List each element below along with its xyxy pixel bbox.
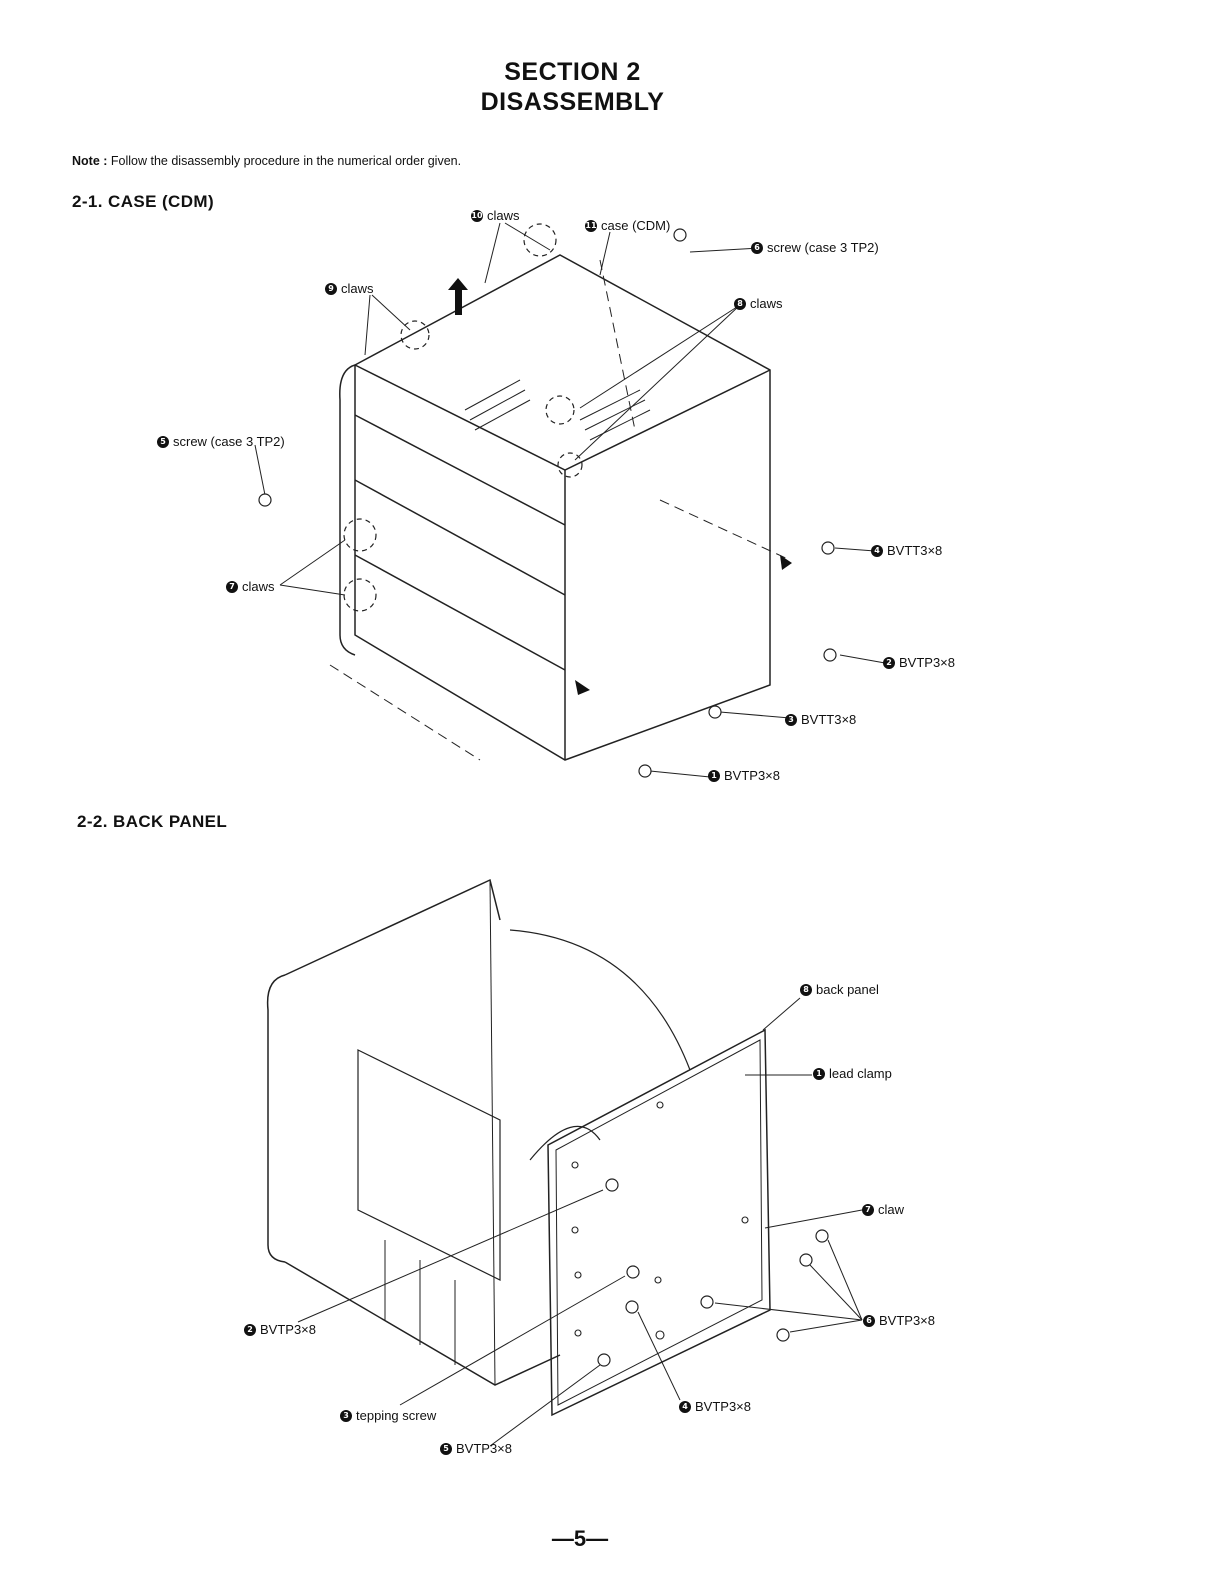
- claw-circles: [343, 223, 583, 612]
- slide-arrow-right: [780, 555, 792, 570]
- callout-screw-5: 5 screw (case 3 TP2): [157, 434, 285, 449]
- panel-holes: [571, 1101, 749, 1340]
- callout-number: 3: [340, 1409, 352, 1422]
- callout-claws-10: 10 claws: [471, 208, 520, 223]
- callout-number: 7: [226, 580, 238, 593]
- chassis-rear-edge: [489, 879, 496, 1386]
- callout-bvtp-5: 5 BVTP3×8: [440, 1441, 512, 1456]
- leader-lines: [254, 222, 886, 778]
- front-divider-3: [354, 554, 566, 671]
- front-divider-1: [354, 414, 566, 526]
- callout-back-panel: 8 back panel: [800, 982, 879, 997]
- note-label: Note :: [72, 154, 108, 168]
- callout-number: 4: [679, 1400, 691, 1413]
- callout-number: 9: [325, 282, 337, 295]
- callout-number: 5: [157, 435, 169, 448]
- guide-lines: [329, 259, 791, 761]
- callout-bvtt-3: 3 BVTT3×8: [785, 712, 856, 727]
- callout-claws-7: 7 claws: [226, 579, 275, 594]
- callout-number: 10: [471, 209, 483, 222]
- callout-text: BVTP3×8: [879, 1313, 936, 1328]
- callout-bvtp-2: 2 BVTP3×8: [883, 655, 955, 670]
- callout-text: screw (case 3 TP2): [767, 240, 879, 255]
- case-outline: [354, 254, 771, 761]
- callout-text: BVTP3×8: [695, 1399, 752, 1414]
- note-text: Follow the disassembly procedure in the …: [110, 154, 462, 168]
- section-heading-case: 2-1. CASE (CDM): [72, 192, 215, 211]
- callout-text: case (CDM): [601, 218, 671, 233]
- case-diagram: [254, 222, 886, 778]
- callout-text: claws: [750, 296, 783, 311]
- callout-case-cdm: 11 case (CDM): [585, 218, 670, 233]
- callout-text: BVTP3×8: [724, 768, 781, 783]
- leader-lines: [297, 997, 863, 1447]
- callout-number: 3: [785, 713, 797, 726]
- callout-text: back panel: [816, 982, 879, 997]
- callout-text: claw: [878, 1202, 905, 1217]
- callout-text: BVTP3×8: [260, 1322, 317, 1337]
- callout-text: screw (case 3 TP2): [173, 434, 285, 449]
- callout-text: lead clamp: [829, 1066, 892, 1081]
- callout-number: 6: [751, 241, 763, 254]
- slide-arrow-front: [575, 680, 590, 695]
- callout-number: 8: [734, 297, 746, 310]
- callout-text: BVTT3×8: [887, 543, 943, 558]
- callout-number: 6: [863, 1314, 875, 1327]
- chassis-front: [266, 974, 286, 1263]
- callout-claws-9: 9 claws: [325, 281, 374, 296]
- screws: [597, 1178, 829, 1367]
- chassis-top-edge: [284, 878, 501, 976]
- internal-board: [357, 1049, 501, 1281]
- callout-text: claws: [242, 579, 275, 594]
- back-panel: [547, 1028, 771, 1417]
- lift-arrow: [448, 278, 468, 315]
- front-divider-2: [354, 479, 566, 596]
- callout-number: 11: [585, 219, 597, 232]
- callout-number: 1: [708, 769, 720, 782]
- callout-screw-6: 6 screw (case 3 TP2): [751, 240, 879, 255]
- callout-number: 4: [871, 544, 883, 557]
- callout-tepping-screw: 3 tepping screw: [340, 1408, 436, 1423]
- callout-lead-clamp: 1 lead clamp: [813, 1066, 892, 1081]
- callout-number: 7: [862, 1203, 874, 1216]
- screws: [258, 228, 837, 778]
- page-number: —5—: [551, 1526, 609, 1551]
- callout-bvtp-6: 6 BVTP3×8: [863, 1313, 935, 1328]
- callout-bvtp-2: 2 BVTP3×8: [244, 1322, 316, 1337]
- callout-number: 1: [813, 1067, 825, 1080]
- callout-number: 2: [244, 1323, 256, 1336]
- callout-text: claws: [341, 281, 374, 296]
- cable: [509, 929, 691, 1071]
- section-number: SECTION 2: [504, 58, 641, 86]
- callout-text: BVTP3×8: [456, 1441, 513, 1456]
- callout-number: 5: [440, 1442, 452, 1455]
- callout-claws-8: 8 claws: [734, 296, 783, 311]
- callout-bvtp-4: 4 BVTP3×8: [679, 1399, 751, 1414]
- section-heading-back-panel: 2-2. BACK PANEL: [77, 812, 228, 831]
- top-vents: [464, 379, 651, 441]
- callout-number: 2: [883, 656, 895, 669]
- callout-text: claws: [487, 208, 520, 223]
- note: Note : Follow the disassembly procedure …: [72, 154, 461, 168]
- callout-text: tepping screw: [356, 1408, 437, 1423]
- callout-number: 8: [800, 983, 812, 996]
- front-panel: [339, 364, 356, 656]
- chassis-bottom-edge: [284, 1261, 561, 1386]
- back-panel-diagram: [266, 878, 863, 1447]
- callout-claw-7: 7 claw: [862, 1202, 904, 1217]
- callout-text: BVTP3×8: [899, 655, 956, 670]
- callout-bvtt-4: 4 BVTT3×8: [871, 543, 942, 558]
- callout-bvtp-1: 1 BVTP3×8: [708, 768, 780, 783]
- page-title: DISASSEMBLY: [480, 88, 665, 116]
- callout-text: BVTT3×8: [801, 712, 857, 727]
